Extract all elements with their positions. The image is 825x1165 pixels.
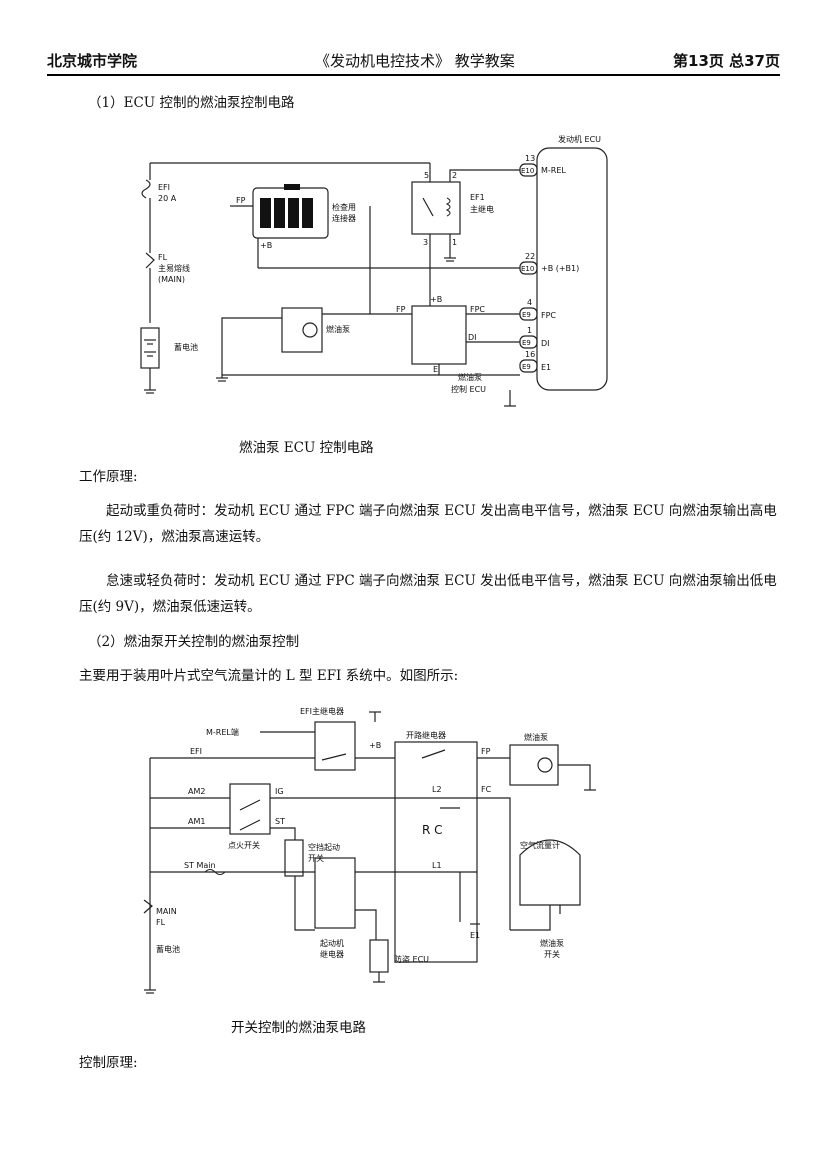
am2-label: AM2 bbox=[188, 787, 205, 796]
fl-label: FL bbox=[158, 253, 168, 262]
section1-heading: （1）ECU 控制的燃油泵控制电路 bbox=[88, 95, 295, 111]
engine-ecu-label: 发动机 ECU bbox=[558, 134, 601, 144]
ecu-connector-e10-a: E10 bbox=[521, 167, 534, 175]
diagram1-caption: 燃油泵 ECU 控制电路 bbox=[239, 440, 374, 456]
page-header: 北京城市学院 《发动机电控技术》 教学教案 第13页 总37页 bbox=[47, 50, 780, 72]
ecu-fuel-pump-circuit-diagram: 发动机 ECU EFI 20 A FL 主易熔线 (MAIN) 蓄电池 FP +… bbox=[140, 134, 608, 407]
efi-relay-label-2: 主继电 bbox=[470, 204, 494, 214]
m-rel-label: M-REL bbox=[541, 166, 566, 175]
diagram2-caption: 开关控制的燃油泵电路 bbox=[231, 1020, 366, 1036]
st-main-label: ST Main bbox=[184, 861, 216, 870]
fp-connector-label: FP bbox=[236, 196, 246, 205]
pump-ecu-di-label: DI bbox=[468, 333, 477, 342]
section2-heading: （2）燃油泵开关控制的燃油泵控制 bbox=[88, 634, 300, 650]
ecu-connector-e9-a: E9 bbox=[522, 311, 531, 319]
switch-fuel-pump-circuit-diagram: EFI主继电器 M-REL端 +B EFI 开路继电器 FP 燃油泵 AM2 I… bbox=[143, 706, 596, 994]
battery-label: 蓄电池 bbox=[156, 944, 180, 954]
pump-ecu-label-1: 燃油泵 bbox=[458, 372, 482, 382]
plus-b-label: +B bbox=[369, 741, 381, 750]
e1-label: E1 bbox=[541, 363, 551, 372]
efi-fuse-amp: 20 A bbox=[158, 194, 177, 203]
fl-main-label: (MAIN) bbox=[158, 275, 185, 284]
efi-main-relay-label: EFI主继电器 bbox=[300, 706, 344, 716]
section2-intro: 主要用于装用叶片式空气流量计的 L 型 EFI 系统中。如图所示: bbox=[79, 668, 459, 684]
ig-label: IG bbox=[275, 787, 284, 796]
course-title: 《发动机电控技术》 教学教案 bbox=[315, 52, 515, 70]
relay-pin-1: 1 bbox=[452, 238, 457, 247]
ecu-pin-1b: 1 bbox=[527, 326, 532, 335]
plus-b-connector-label: +B bbox=[260, 241, 272, 250]
pump-ecu-e-label: E bbox=[433, 365, 438, 374]
st-label: ST bbox=[275, 817, 285, 826]
relay-pin-5: 5 bbox=[424, 171, 429, 180]
school-name: 北京城市学院 bbox=[47, 52, 138, 70]
section2-principle-label: 控制原理: bbox=[79, 1055, 138, 1071]
relay-pin-3: 3 bbox=[423, 238, 428, 247]
ecu-pin-4: 4 bbox=[527, 298, 532, 307]
m-rel-terminal-label: M-REL端 bbox=[206, 727, 239, 737]
e1-label: E1 bbox=[470, 931, 480, 940]
pump-ecu-fpc-label: FPC bbox=[470, 305, 485, 314]
l2-label: L2 bbox=[432, 785, 442, 794]
ecu-pin-13: 13 bbox=[525, 154, 535, 163]
ecu-pin-16: 16 bbox=[525, 350, 535, 359]
ignition-switch-label: 点火开关 bbox=[228, 840, 260, 850]
ecu-connector-e10-b: E10 bbox=[521, 265, 534, 273]
starter-relay-label-2: 继电器 bbox=[320, 949, 344, 959]
fl-label: FL bbox=[156, 918, 166, 927]
ecu-connector-e9-b: E9 bbox=[522, 339, 531, 347]
neutral-switch-label-1: 空挡起动 bbox=[308, 842, 340, 852]
ecu-pin-22: 22 bbox=[525, 252, 535, 261]
check-connector-label-1: 检查用 bbox=[332, 202, 356, 212]
relay-pin-2: 2 bbox=[452, 171, 457, 180]
fuel-pump-switch-label-1: 燃油泵 bbox=[540, 938, 564, 948]
main-fuse-label: MAIN bbox=[156, 907, 177, 916]
battery-label: 蓄电池 bbox=[174, 342, 198, 352]
fl-main-fuse-label: 主易熔线 bbox=[158, 263, 190, 273]
fuel-pump-label: 燃油泵 bbox=[326, 324, 350, 334]
efi-fuse-label: EFI bbox=[158, 183, 170, 192]
efi-label: EFI bbox=[190, 747, 202, 756]
circuit-relay-label: 开路继电器 bbox=[406, 730, 446, 740]
section1-paragraph-1: 起动或重负荷时：发动机 ECU 通过 FPC 端子向燃油泵 ECU 发出高电平信… bbox=[79, 503, 777, 545]
l1-label: L1 bbox=[432, 861, 442, 870]
pump-ecu-b-label: +B bbox=[430, 295, 442, 304]
ecu-connector-e9-c: E9 bbox=[522, 363, 531, 371]
efi-relay-label-1: EF1 bbox=[470, 193, 485, 202]
ecu-di-label: DI bbox=[541, 339, 550, 348]
pump-ecu-fp-label: FP bbox=[396, 305, 406, 314]
page-number: 第13页 总37页 bbox=[673, 52, 780, 70]
section1-principle-label: 工作原理: bbox=[79, 469, 138, 485]
neutral-switch-label-2: 开关 bbox=[308, 853, 324, 863]
air-flow-meter-label: 空气流量计 bbox=[520, 840, 560, 850]
ecu-fpc-label: FPC bbox=[541, 311, 556, 320]
section1-paragraph-2: 怠速或轻负荷时：发动机 ECU 通过 FPC 端子向燃油泵 ECU 发出低电平信… bbox=[79, 573, 777, 615]
fuel-pump-label: 燃油泵 bbox=[524, 732, 548, 742]
anti-theft-ecu-label: 防盗 ECU bbox=[394, 954, 429, 964]
header-rule bbox=[47, 74, 780, 76]
fc-label: FC bbox=[481, 785, 492, 794]
pump-ecu-label-2: 控制 ECU bbox=[451, 384, 486, 394]
b-b1-label: +B (+B1) bbox=[541, 264, 579, 273]
check-connector-label-2: 连接器 bbox=[332, 213, 356, 223]
fuel-pump-switch-label-2: 开关 bbox=[544, 949, 560, 959]
starter-relay-label-1: 起动机 bbox=[320, 938, 344, 948]
am1-label: AM1 bbox=[188, 817, 205, 826]
rc-label: R C bbox=[422, 823, 443, 837]
fp-label: FP bbox=[481, 747, 491, 756]
